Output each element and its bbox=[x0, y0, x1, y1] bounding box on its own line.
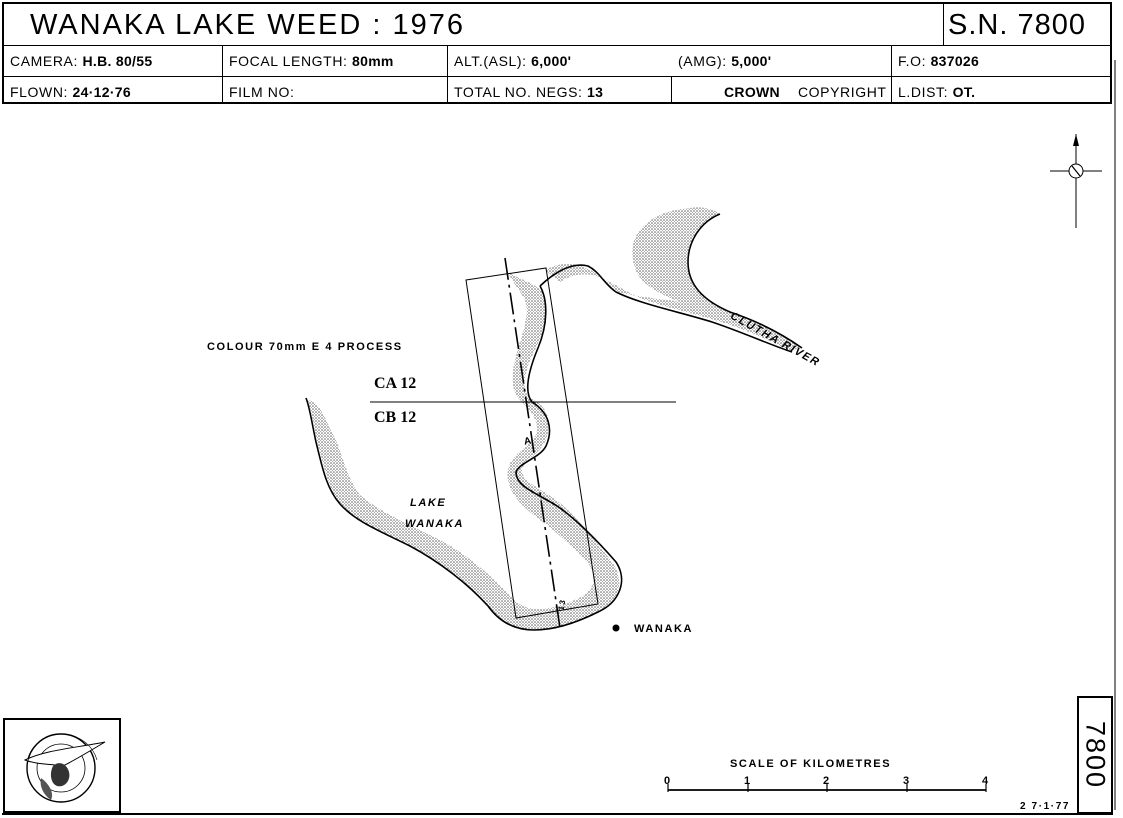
flight-line bbox=[504, 257, 561, 629]
copyright-text: COPYRIGHT bbox=[797, 84, 887, 100]
compile-date: 2 7·1·77 bbox=[1020, 801, 1071, 812]
focal-field: FOCAL LENGTH: 80mm bbox=[223, 46, 448, 77]
negs-value: 13 bbox=[587, 84, 604, 100]
ldist-value: OT. bbox=[952, 84, 976, 100]
camera-value: H.B. 80/55 bbox=[82, 53, 153, 69]
river-bank-south bbox=[539, 264, 793, 353]
photo-mark-start: A bbox=[523, 435, 534, 448]
north-arrow-icon bbox=[1050, 134, 1102, 228]
negs-label: TOTAL NO. NEGS: bbox=[454, 84, 588, 100]
flown-value: 24·12·76 bbox=[72, 84, 131, 100]
lake-shore-east bbox=[487, 285, 623, 631]
map-title: WANAKA LAKE WEED : 1976 bbox=[4, 4, 944, 46]
negs-field: TOTAL NO. NEGS: 13 bbox=[448, 77, 672, 104]
flown-label: FLOWN: bbox=[10, 84, 73, 100]
flown-field: FLOWN: 24·12·76 bbox=[4, 77, 223, 104]
focal-label: FOCAL LENGTH: bbox=[229, 53, 353, 69]
nz-aerial-mapping-logo bbox=[3, 718, 121, 813]
lake-wanaka-shading bbox=[307, 272, 620, 630]
title-block: WANAKA LAKE WEED : 1976 S.N. 7800 CAMERA… bbox=[2, 2, 1112, 104]
alt-amg-value: 5,000' bbox=[731, 53, 772, 69]
alt-amg-field: (AMG): 5,000' bbox=[672, 46, 892, 77]
ldist-label: L.DIST: bbox=[898, 84, 953, 100]
camera-label: CAMERA: bbox=[10, 53, 83, 69]
run-label-cb: CB 12 bbox=[374, 409, 417, 426]
clutha-river-north-fan bbox=[632, 207, 730, 312]
scale-title: SCALE OF KILOMETRES bbox=[730, 758, 892, 770]
run-label-ca: CA 12 bbox=[374, 375, 417, 392]
scale-bar bbox=[667, 784, 987, 792]
scale-tick-1: 1 bbox=[744, 775, 752, 787]
fo-label: F.O: bbox=[898, 53, 931, 69]
film-label: FILM NO: bbox=[229, 84, 295, 100]
sheet-number: 7800 bbox=[1080, 720, 1111, 790]
alt-asl-field: ALT.(ASL): 6,000' bbox=[448, 46, 672, 77]
alt-asl-label: ALT.(ASL): bbox=[454, 53, 532, 69]
crown-text: CROWN bbox=[724, 84, 780, 100]
wanaka-town-dot bbox=[612, 624, 620, 632]
camera-field: CAMERA: H.B. 80/55 bbox=[4, 46, 223, 77]
map-title-text: WANAKA LAKE WEED : 1976 bbox=[30, 9, 465, 41]
town-label: WANAKA bbox=[634, 623, 694, 635]
scale-tick-3: 3 bbox=[903, 775, 911, 787]
alt-amg-label: (AMG): bbox=[678, 53, 732, 69]
film-field: FILM NO: bbox=[223, 77, 448, 104]
river-bank-north bbox=[687, 213, 803, 349]
logo-emblem-icon bbox=[23, 733, 106, 803]
scale-tick-0: 0 bbox=[664, 775, 672, 787]
lake-label-line1: LAKE bbox=[410, 497, 447, 509]
scale-tick-2: 2 bbox=[823, 775, 831, 787]
sheet-ref: S.N. 7800 bbox=[944, 4, 1110, 46]
crown-copyright-field: CROWN COPYRIGHT bbox=[672, 77, 892, 104]
fo-field: F.O: 837026 bbox=[892, 46, 1110, 77]
photo-strip-outline bbox=[465, 267, 599, 619]
alt-asl-value: 6,000' bbox=[531, 53, 572, 69]
lake-shore-west bbox=[305, 397, 489, 607]
clutha-river-shading bbox=[545, 263, 800, 352]
scale-tick-4: 4 bbox=[982, 775, 990, 787]
focal-value: 80mm bbox=[352, 53, 394, 69]
sheet-ref-text: S.N. 7800 bbox=[948, 9, 1086, 41]
fo-value: 837026 bbox=[930, 53, 980, 69]
lake-label-line2: WANAKA bbox=[405, 518, 465, 530]
process-note: COLOUR 70mm E 4 PROCESS bbox=[207, 341, 403, 353]
ldist-field: L.DIST: OT. bbox=[892, 77, 1110, 104]
sheet-number-box: 7800 bbox=[1077, 696, 1113, 814]
